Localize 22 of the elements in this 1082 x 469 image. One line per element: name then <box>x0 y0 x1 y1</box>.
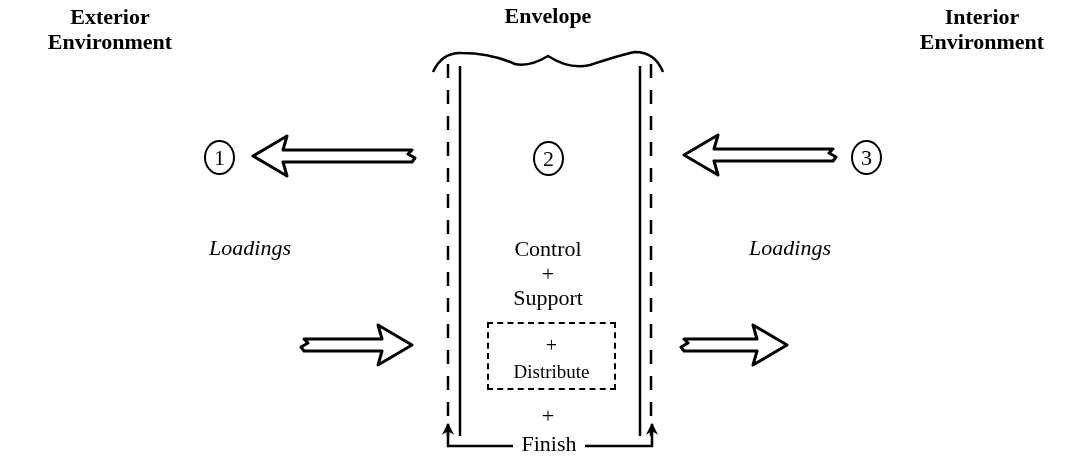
body-text: + <box>540 262 556 286</box>
heading: Exterior Environment <box>46 4 174 54</box>
leader-arrow <box>442 422 513 448</box>
body-text: Support <box>512 286 584 310</box>
loadings-label: Loadings <box>208 235 292 261</box>
body-text: + <box>544 333 559 357</box>
hollow-arrow <box>682 133 838 177</box>
body-text: Distribute <box>512 360 591 384</box>
heading: Envelope <box>503 3 593 28</box>
hollow-arrow <box>679 323 789 367</box>
hollow-arrow <box>299 323 414 367</box>
numbered-circle: 2 <box>533 141 564 176</box>
dashed-box <box>487 322 616 390</box>
label-text: Finish <box>520 432 578 456</box>
numbered-circle: 1 <box>204 140 235 175</box>
heading: Interior Environment <box>918 4 1046 54</box>
body-text: Control <box>513 237 583 261</box>
numbered-circle: 3 <box>851 140 882 175</box>
body-text: + <box>540 404 556 428</box>
leader-arrow <box>585 422 658 448</box>
hollow-arrow <box>251 134 417 178</box>
loadings-label: Loadings <box>748 235 832 261</box>
